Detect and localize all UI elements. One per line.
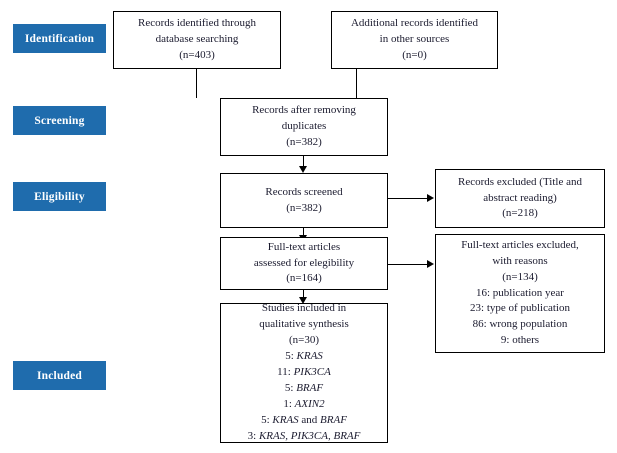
box-additional-records: Additional records identified in other s…	[331, 11, 498, 69]
box-records-excluded-line1: Records excluded (Title and	[458, 175, 582, 188]
box-records-identified-count: (n=403)	[179, 48, 215, 61]
box-additional-records-line1: Additional records identified	[350, 17, 479, 30]
box-additional-records-line2: in other sources	[379, 33, 450, 46]
box-after-duplicates: Records after removing duplicates (n=382…	[220, 98, 388, 156]
box-studies-included-breakdown-5: 5: KRAS and BRAF	[261, 413, 347, 426]
box-additional-records-count: (n=0)	[402, 48, 427, 61]
box-after-duplicates-count: (n=382)	[286, 135, 322, 148]
box-fulltext-assessed: Full-text articles assessed for elegibil…	[220, 237, 388, 290]
stage-label-eligibility-text: Eligibility	[34, 190, 85, 203]
box-fulltext-assessed-line1: Full-text articles	[267, 240, 341, 253]
arrowhead-screened-to-excluded	[427, 194, 434, 202]
box-fulltext-excluded-line2: with reasons	[492, 254, 548, 267]
box-studies-included-breakdown-6: 3: KRAS, PIK3CA, BRAF	[247, 429, 361, 442]
box-fulltext-excluded-count: (n=134)	[502, 270, 538, 283]
box-records-identified: Records identified through database sear…	[113, 11, 281, 69]
connector-duplicates-to-screened	[303, 156, 305, 169]
box-fulltext-excluded-line1: Full-text articles excluded,	[461, 238, 579, 251]
box-records-identified-line1: Records identified through	[138, 17, 256, 30]
box-studies-included-breakdown-3: 5: BRAF	[284, 381, 324, 394]
connector-screened-to-excluded	[388, 198, 429, 200]
box-after-duplicates-line2: duplicates	[281, 120, 327, 133]
box-studies-included-breakdown-4: 1: AXIN2	[283, 397, 325, 410]
box-studies-included-count: (n=30)	[288, 334, 320, 347]
box-studies-included: Studies included in qualitative synthesi…	[220, 302, 388, 443]
box-records-screened: Records screened (n=382)	[220, 173, 388, 228]
box-records-screened-line1: Records screened	[265, 185, 343, 198]
box-records-excluded-line2: abstract reading)	[483, 191, 557, 204]
box-studies-included-line2: qualitative synthesis	[259, 318, 349, 331]
box-records-excluded: Records excluded (Title and abstract rea…	[435, 169, 605, 228]
box-fulltext-excluded-reason-3: 86: wrong population	[472, 318, 568, 331]
box-fulltext-excluded-reason-1: 16: publication year	[476, 286, 564, 299]
stage-label-included: Included	[13, 361, 106, 390]
connector-fulltext-to-included	[303, 290, 305, 300]
box-records-screened-count: (n=382)	[286, 201, 322, 214]
box-studies-included-breakdown-2: 11: PIK3CA	[277, 366, 331, 379]
arrowhead-duplicates-to-screened	[299, 166, 307, 173]
connector-identified-to-merge	[196, 69, 198, 98]
box-fulltext-excluded-reason-4: 9: others	[500, 334, 540, 347]
connector-screened-to-fulltext	[303, 228, 305, 238]
stage-label-included-text: Included	[36, 369, 83, 382]
box-studies-included-breakdown-1: 5: KRAS	[285, 350, 323, 363]
connector-fulltext-to-excluded	[388, 264, 429, 266]
stage-label-eligibility: Eligibility	[13, 182, 106, 211]
stage-label-identification-text: Identification	[24, 32, 95, 45]
box-fulltext-assessed-line2: assessed for elegibility	[253, 256, 355, 269]
connector-additional-to-merge	[356, 69, 358, 98]
box-fulltext-assessed-count: (n=164)	[286, 272, 322, 285]
stage-label-identification: Identification	[13, 24, 106, 53]
box-fulltext-excluded-reason-2: 23: type of publication	[470, 302, 570, 315]
arrowhead-fulltext-to-excluded	[427, 260, 434, 268]
box-fulltext-excluded: Full-text articles excluded, with reason…	[435, 234, 605, 353]
box-studies-included-line1: Studies included in	[261, 302, 347, 315]
arrowhead-fulltext-to-included	[299, 297, 307, 304]
box-records-identified-line2: database searching	[155, 33, 239, 46]
stage-label-screening: Screening	[13, 106, 106, 135]
stage-label-screening-text: Screening	[34, 114, 85, 127]
box-after-duplicates-line1: Records after removing	[252, 104, 356, 117]
box-records-excluded-count: (n=218)	[502, 207, 538, 220]
